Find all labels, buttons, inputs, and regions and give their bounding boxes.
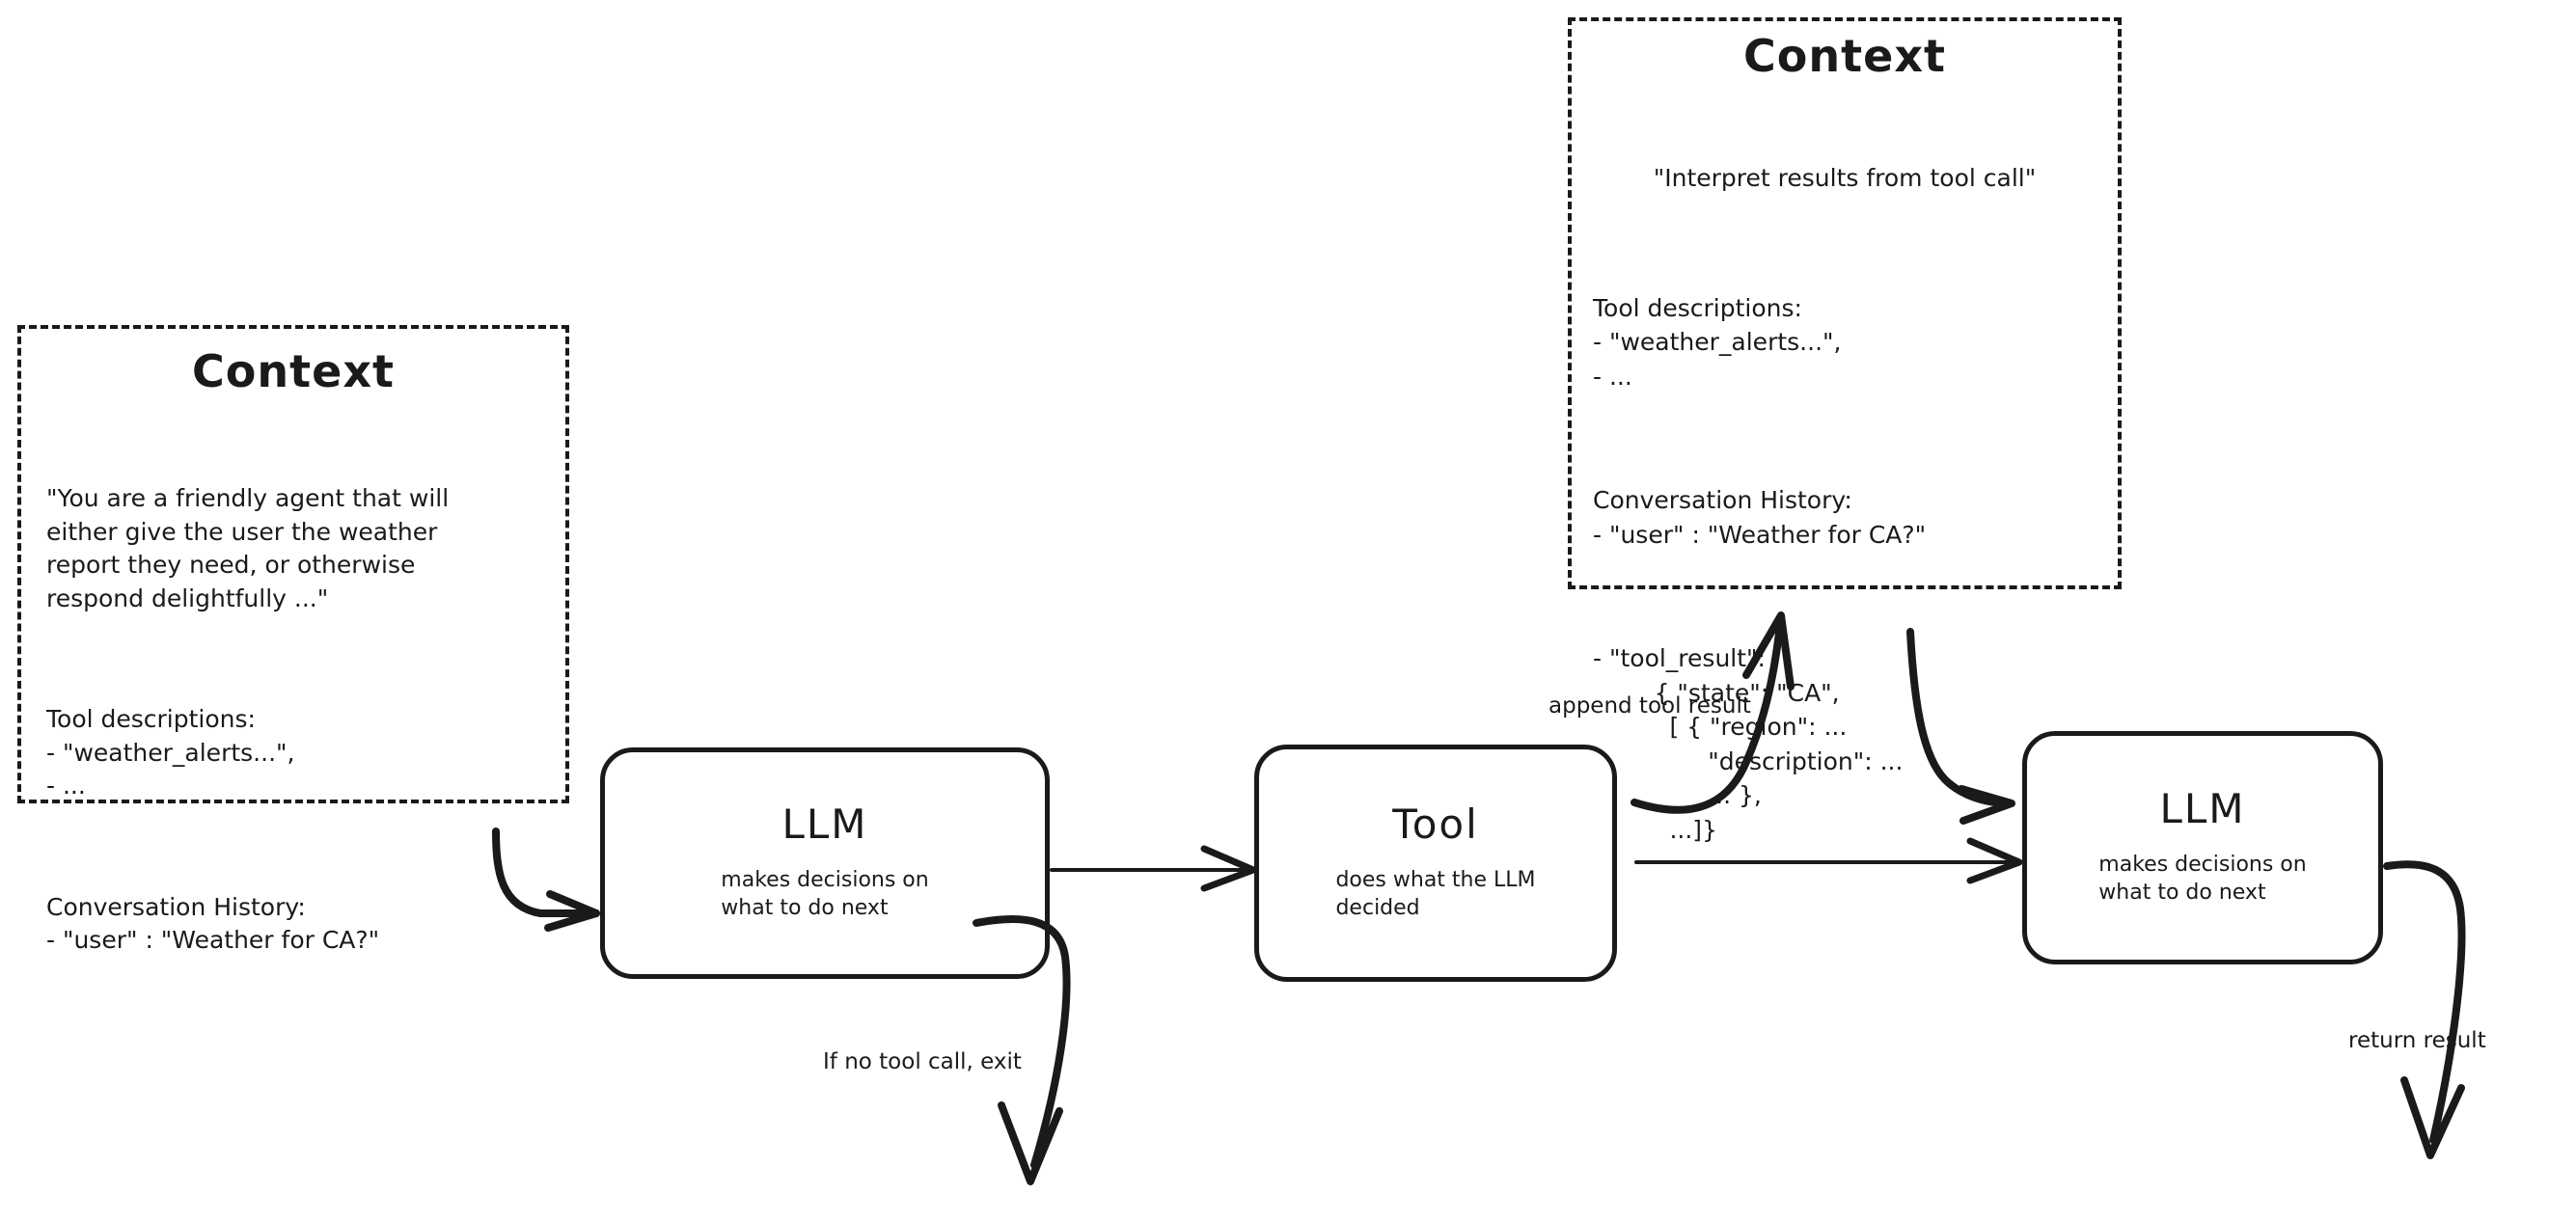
edge-label-no-tool-call: If no tool call, exit [823, 1049, 1022, 1074]
node-llm-first: LLM makes decisions on what to do next [600, 747, 1050, 979]
context-box-left: Context "You are a friendly agent that w… [17, 325, 569, 954]
edge-label-return-result: return result [2348, 1028, 2486, 1053]
context-left-body: "You are a friendly agent that will eith… [46, 416, 540, 1024]
context-right-system-prompt: "Interpret results from tool call" [1653, 164, 2037, 193]
context-left-title: Context [192, 345, 395, 397]
node-tool-title: Tool [1392, 800, 1479, 848]
context-box-right: Context "Interpret results from tool cal… [1568, 17, 2122, 844]
node-tool: Tool does what the LLM decided [1254, 745, 1617, 982]
arrow-llm-to-tool [1050, 845, 1257, 892]
node-llm-second-title: LLM [2159, 784, 2246, 832]
arrow-llm-second-return-result [2383, 860, 2466, 1159]
node-llm-first-title: LLM [781, 800, 868, 848]
node-llm-second: LLM makes decisions on what to do next [2022, 731, 2383, 964]
node-tool-subtitle: does what the LLM decided [1335, 867, 1536, 920]
node-llm-first-subtitle: makes decisions on what to do next [721, 867, 929, 920]
context-right-conversation-history: Conversation History: - "user" : "Weathe… [1593, 486, 1927, 549]
context-right-title: Context [1743, 30, 1946, 82]
context-left-tool-descriptions: Tool descriptions: - "weather_alerts..."… [46, 705, 295, 800]
context-right-body: "Interpret results from tool call" Tool … [1593, 93, 2096, 915]
context-right-tool-result: - "tool_result": { "state": "CA", [ { "r… [1593, 644, 1904, 844]
context-right-tool-descriptions: Tool descriptions: - "weather_alerts..."… [1593, 293, 1842, 391]
edge-label-append-tool-result: append tool result [1548, 693, 1751, 719]
context-left-system-prompt: "You are a friendly agent that will eith… [46, 484, 450, 612]
context-left-conversation-history: Conversation History: - "user" : "Weathe… [46, 892, 380, 955]
node-llm-second-subtitle: makes decisions on what to do next [2098, 852, 2307, 905]
